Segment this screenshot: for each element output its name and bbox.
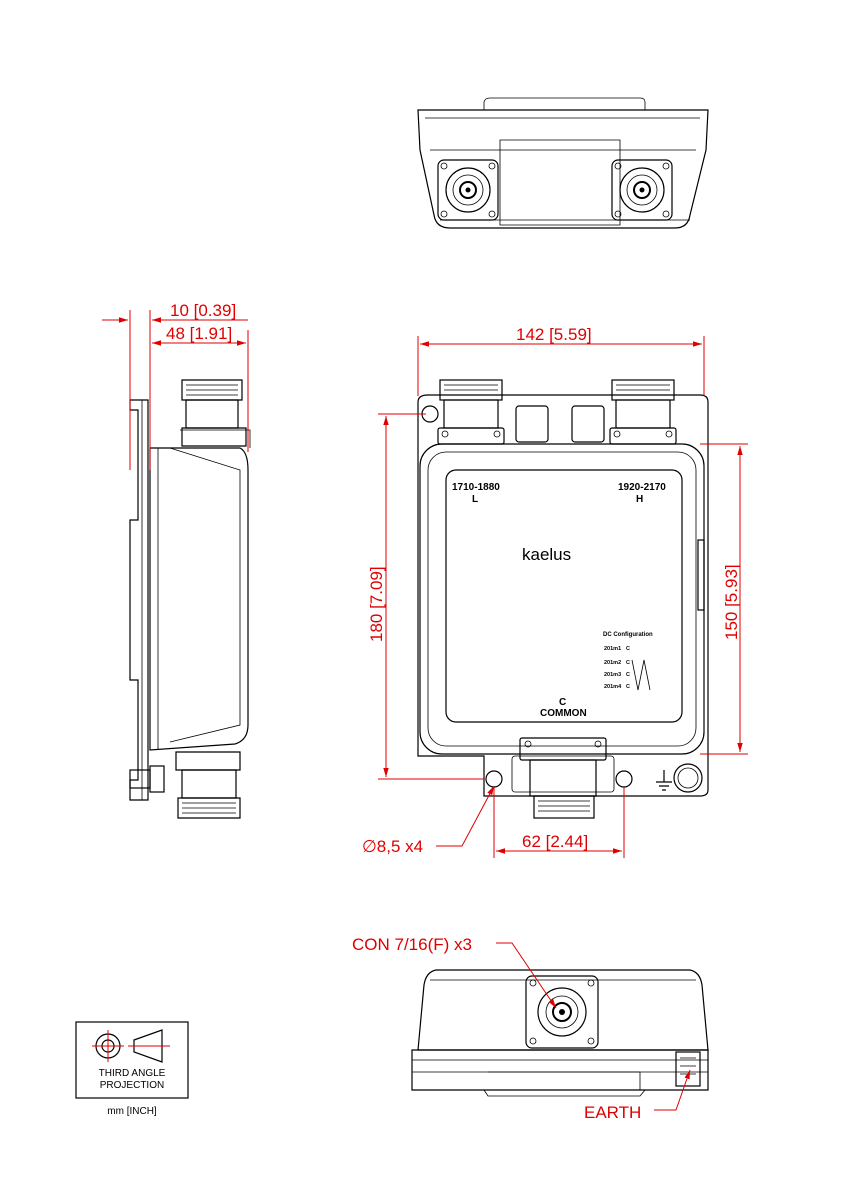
dc-row: 201m3	[604, 672, 621, 678]
port-l-letter: L	[472, 494, 478, 505]
third-angle-projection-icon	[92, 1029, 170, 1063]
common-label: COMMON	[540, 708, 587, 719]
dc-config-wiring-icon	[631, 659, 651, 691]
port-l-frequency: 1710-1880	[452, 482, 500, 493]
earth-terminal	[675, 1051, 701, 1087]
front-view: 1710-1880 L 1920-2170 H kaelus DC Config…	[417, 379, 709, 819]
front-connector-c	[511, 737, 615, 819]
side-view	[129, 379, 251, 819]
common-letter: C	[559, 697, 566, 708]
dimension-lines	[102, 310, 748, 1111]
label-panel	[445, 469, 683, 723]
ground-icon	[656, 770, 672, 791]
dim-hole-spacing: 62 [2.44]	[522, 832, 588, 851]
mounting-hole-bottom-left	[485, 770, 503, 788]
dim-flange-offset: 10 [0.39]	[170, 301, 236, 320]
dim-mounting-holes: ∅8,5 x4	[362, 837, 423, 856]
dim-side-depth: 48 [1.91]	[166, 324, 232, 343]
dc-config-title: DC Configuration	[603, 632, 653, 638]
units-label: mm [INCH]	[107, 1106, 157, 1117]
bottom-view	[411, 969, 709, 1097]
front-connector-l	[437, 379, 505, 445]
callout-earth: EARTH	[584, 1103, 641, 1122]
dc-row-letter: C	[626, 672, 630, 678]
projection-line2: PROJECTION	[100, 1080, 164, 1091]
bottom-connector	[525, 975, 599, 1049]
dim-body-height: 150 [5.93]	[722, 564, 741, 640]
earth-stud	[673, 763, 703, 793]
top-view	[417, 97, 709, 229]
mounting-hole-bottom-right	[615, 770, 633, 788]
projection-box: THIRD ANGLE PROJECTION mm [INCH]	[75, 1021, 189, 1117]
brand-logo: kaelus	[522, 545, 571, 564]
top-connector-left	[437, 159, 499, 221]
dc-row: 201m4	[604, 684, 622, 690]
dc-row-letter: C	[626, 646, 630, 652]
top-connector-right	[611, 159, 673, 221]
port-h-frequency: 1920-2170	[618, 482, 666, 493]
front-connector-h	[609, 379, 677, 445]
dc-row: 201m1	[604, 646, 621, 652]
callout-connector: CON 7/16(F) x3	[352, 935, 472, 954]
projection-line1: THIRD ANGLE	[99, 1068, 166, 1079]
dc-row-letter: C	[626, 684, 630, 690]
dim-overall-height: 180 [7.09]	[367, 566, 386, 642]
port-h-letter: H	[636, 494, 643, 505]
dim-overall-width: 142 [5.59]	[516, 325, 592, 344]
dc-row-letter: C	[626, 660, 630, 666]
dc-row: 201m2	[604, 660, 621, 666]
